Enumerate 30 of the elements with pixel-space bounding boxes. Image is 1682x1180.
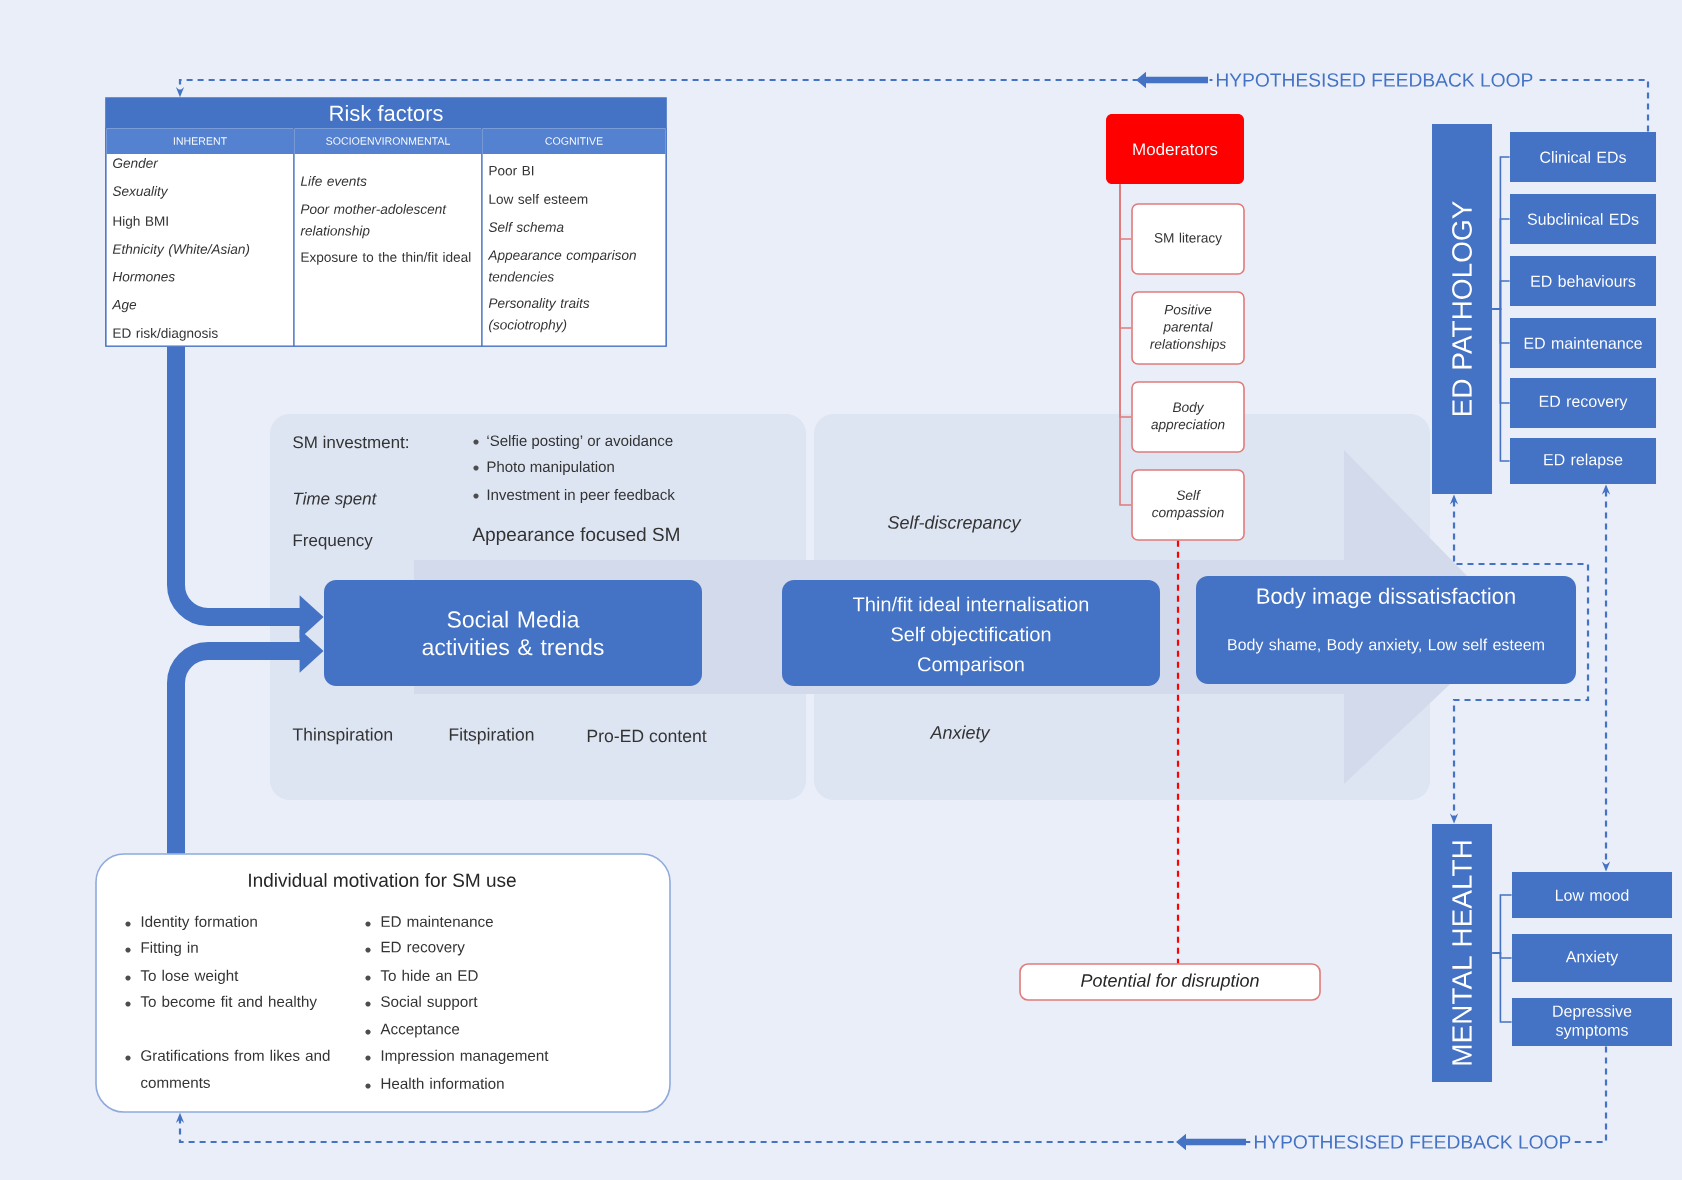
category-box: ED relapse <box>1510 438 1656 484</box>
category-box: Anxiety <box>1512 934 1672 982</box>
category-box: ED maintenance <box>1510 318 1656 368</box>
dashed-line <box>1176 540 1180 964</box>
header-box: Moderators <box>1106 114 1244 184</box>
note-box: Potential for disruption <box>1019 963 1321 1001</box>
category-box: ED behaviours <box>1510 256 1656 306</box>
process-box: Social Media activities & trends <box>324 580 702 686</box>
label-text: Frequency <box>293 534 373 550</box>
label-text: Thinspiration <box>292 727 392 745</box>
process-box: Thin/fit ideal internalisation Self objectification Comparison <box>782 580 1160 686</box>
label-text: Anxiety <box>929 725 991 743</box>
connector-line <box>1119 183 1132 506</box>
label-text: Fitspiration <box>449 727 534 745</box>
label-text: Self-discrepancy <box>888 515 1022 533</box>
label-text: Appearance focused SM <box>472 527 679 545</box>
category-bar: MENTAL HEALTH <box>1432 824 1492 1082</box>
label-text: Time spent <box>293 492 377 508</box>
category-box: Clinical EDs <box>1510 132 1656 182</box>
category-bar: ED PATHOLOGY <box>1432 124 1492 494</box>
edge-label: HYPOTHESISED FEEDBACK LOOP <box>1250 1132 1575 1152</box>
category-box: ED recovery <box>1510 378 1656 428</box>
label-text: Pro-ED content <box>587 729 707 743</box>
category-box: Low mood <box>1512 872 1672 918</box>
connector-line <box>1491 952 1513 1023</box>
category-box: Depressive symptoms <box>1512 998 1672 1046</box>
process-box: Body image dissatisfaction Body shame, Body anxiety, Low self esteem <box>1196 576 1576 684</box>
edge-label: HYPOTHESISED FEEDBACK LOOP <box>1212 70 1537 90</box>
category-box: Subclinical EDs <box>1510 194 1656 244</box>
label-text: SM investment: <box>293 435 408 449</box>
